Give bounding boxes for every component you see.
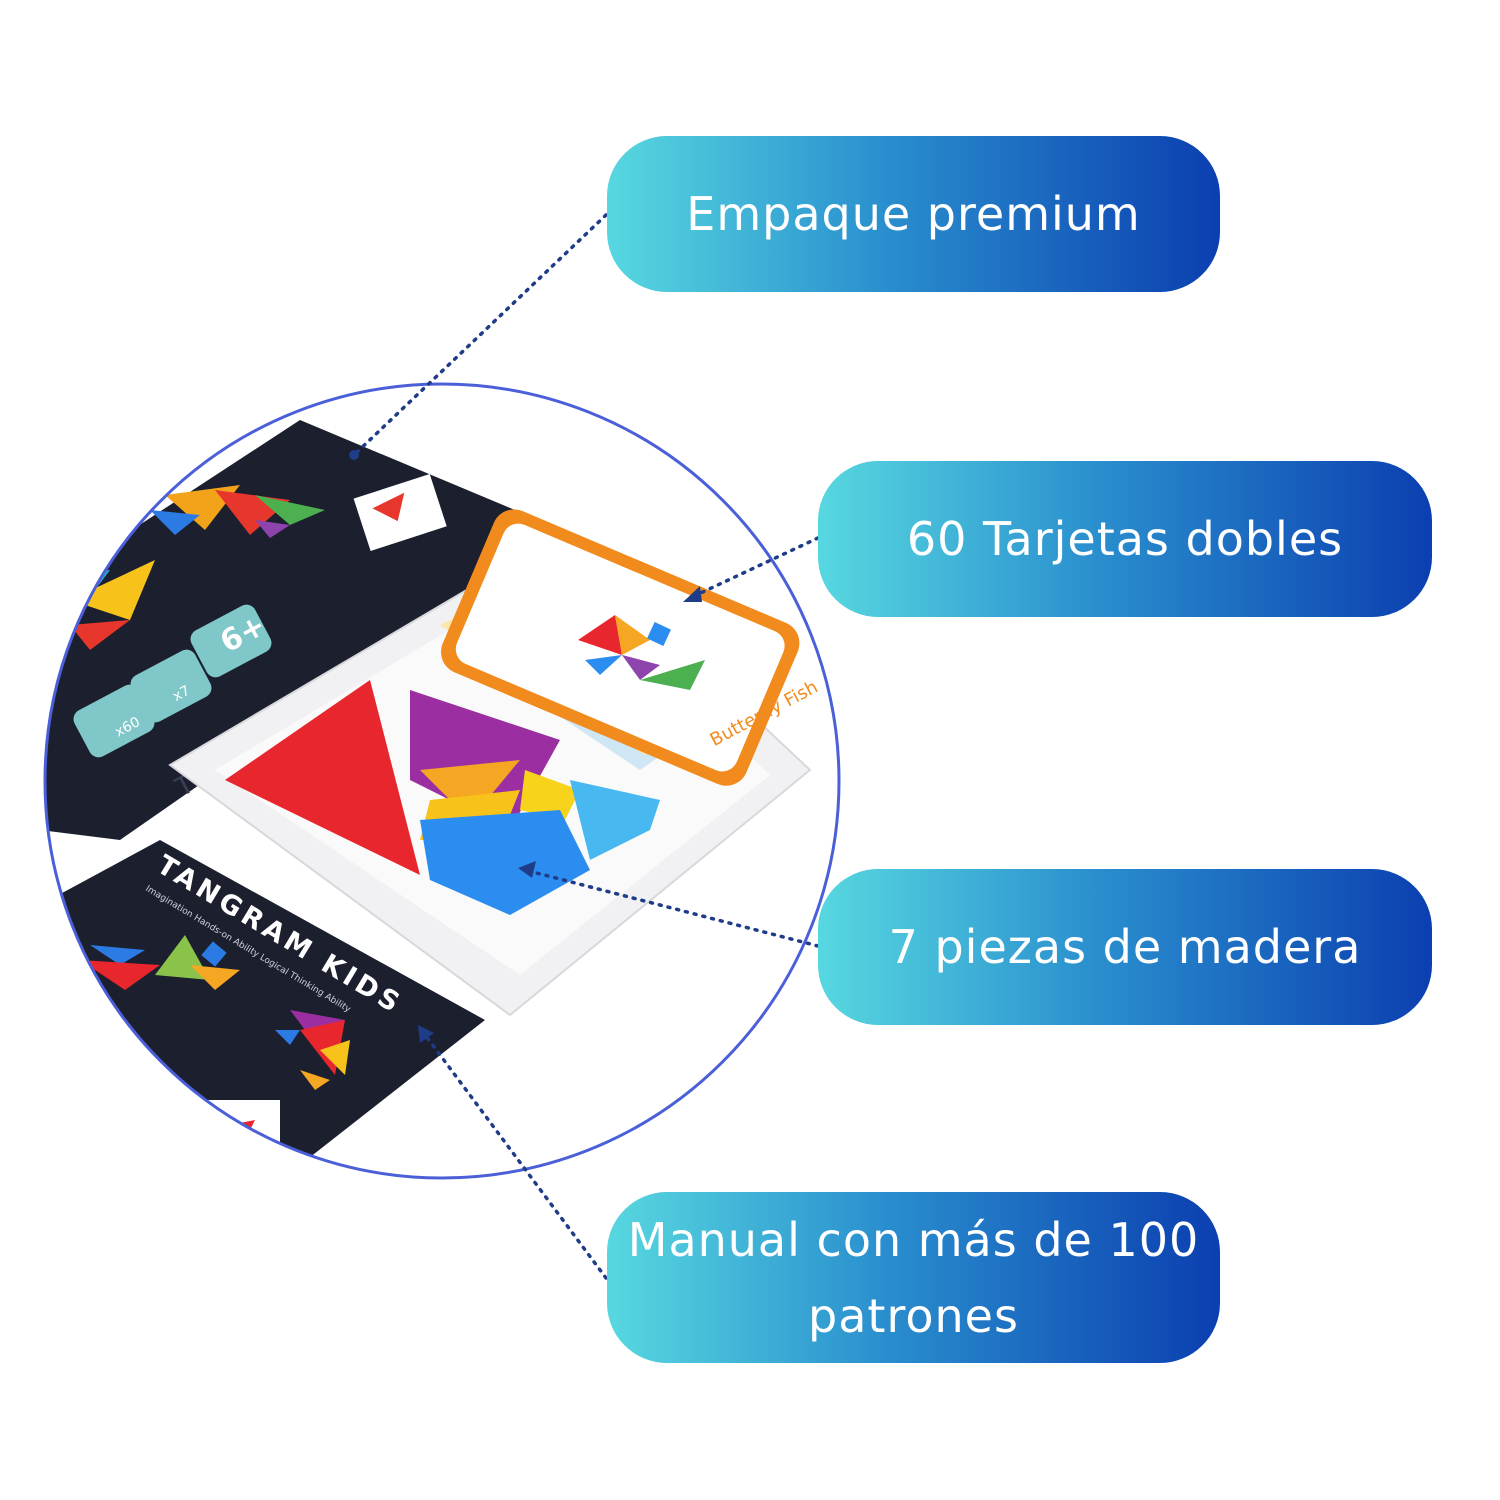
highlight-circle xyxy=(43,382,841,1180)
product-photo: 6+ x7 x60 TANGRAM xyxy=(45,420,821,1165)
badge-pieces-text: x7 xyxy=(170,683,193,705)
tangram-pieces xyxy=(225,680,660,915)
connector-box xyxy=(352,213,608,457)
callout-label: 7 piezas de madera xyxy=(888,920,1362,974)
arrowhead-manual xyxy=(418,1025,434,1043)
connector-arrowheads xyxy=(349,450,702,1043)
arrowhead-box xyxy=(349,450,359,460)
connector-manual xyxy=(421,1030,608,1280)
lid-tangram-figure xyxy=(70,485,325,650)
connector-cards xyxy=(688,536,820,600)
arrowhead-cards xyxy=(683,586,702,602)
callout-empaque-premium: Empaque premium xyxy=(607,136,1220,292)
manual-tangram-figures xyxy=(80,935,350,1090)
lid-card-icon xyxy=(353,473,447,551)
callout-label: 60 Tarjetas dobles xyxy=(906,512,1344,566)
callout-piezas-madera: 7 piezas de madera xyxy=(818,869,1432,1025)
connectors xyxy=(352,213,820,1280)
callout-label: Manual con más de 100 patrones xyxy=(627,1212,1200,1343)
connector-pieces xyxy=(523,868,820,948)
manual-card-corner xyxy=(185,1100,280,1160)
card-deck: Butterfly Fish xyxy=(440,509,821,786)
arrowhead-pieces xyxy=(518,861,536,878)
callout-label: Empaque premium xyxy=(686,187,1141,241)
callout-tarjetas-dobles: 60 Tarjetas dobles xyxy=(818,461,1432,617)
callout-manual-patrones: Manual con más de 100 patrones xyxy=(607,1192,1220,1363)
lid-badges: 6+ x7 x60 xyxy=(73,604,272,758)
